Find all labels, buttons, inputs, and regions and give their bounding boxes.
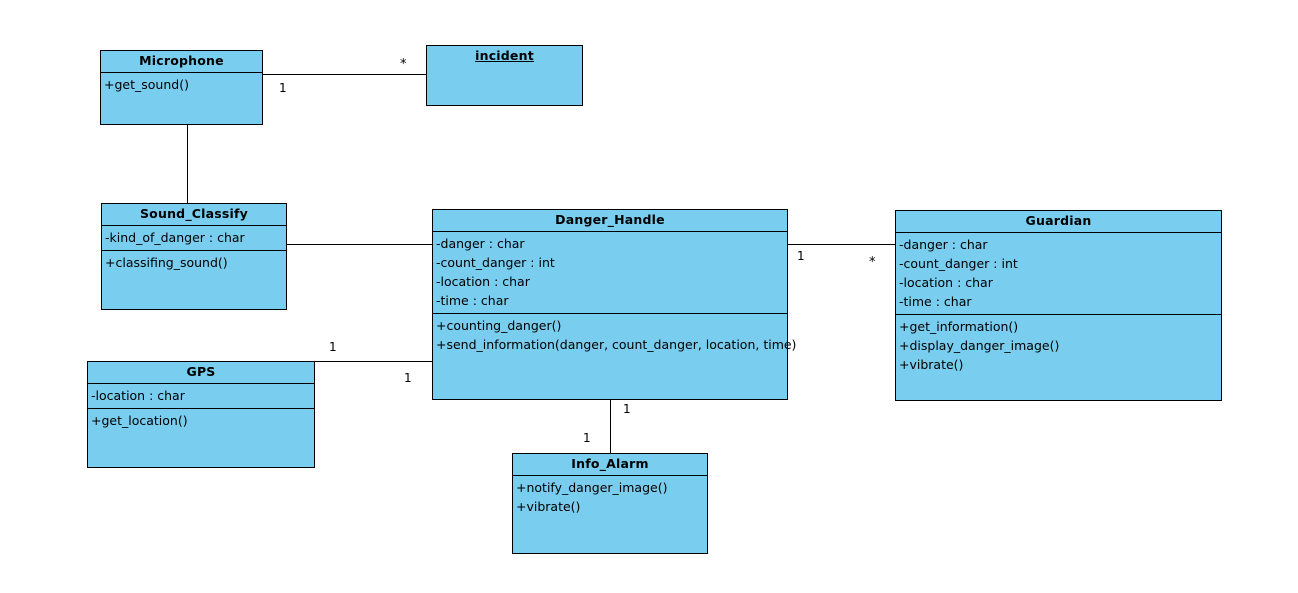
class-name-incident: incident — [475, 48, 534, 63]
class-box-guardian[interactable]: Guardian -danger : char -count_danger : … — [895, 210, 1222, 401]
attribute-danger: -danger : char — [436, 236, 525, 251]
attribute-kind-of-danger: -kind_of_danger : char — [105, 230, 245, 245]
operation-classifing-sound: +classifing_sound() — [105, 255, 228, 270]
multiplicity-danger-handle-info-alarm-from: 1 — [623, 402, 631, 416]
multiplicity-danger-handle-guardian-from: 1 — [797, 249, 805, 263]
multiplicity-gps-danger-handle-to: 1 — [404, 371, 412, 385]
association-line-gps-danger-handle — [315, 361, 433, 362]
attribute-location: -location : char — [91, 388, 185, 403]
class-name-gps: GPS — [186, 364, 216, 379]
class-box-info-alarm[interactable]: Info_Alarm +notify_danger_image() +vibra… — [512, 453, 708, 554]
class-name-microphone: Microphone — [139, 53, 224, 68]
class-box-gps[interactable]: GPS -location : char +get_location() — [87, 361, 315, 468]
operation-send-information: +send_information(danger, count_danger, … — [436, 337, 797, 352]
operations-compartment-gps: +get_location() — [88, 408, 314, 467]
attribute-count-danger: -count_danger : int — [436, 255, 555, 270]
multiplicity-microphone-incident-to: * — [400, 57, 407, 72]
operation-notify-danger-image: +notify_danger_image() — [516, 480, 668, 495]
class-box-danger-handle[interactable]: Danger_Handle -danger : char -count_dang… — [432, 209, 797, 400]
operation-vibrate: +vibrate() — [899, 357, 964, 372]
operation-get-information: +get_information() — [899, 319, 1019, 334]
operation-display-danger-image: +display_danger_image() — [899, 338, 1060, 353]
attribute-location: -location : char — [899, 275, 993, 290]
class-name-sound-classify: Sound_Classify — [139, 206, 249, 221]
attribute-count-danger: -count_danger : int — [899, 256, 1018, 271]
association-line-danger-handle-info-alarm — [610, 400, 611, 453]
operations-compartment-microphone: +get_sound() — [101, 72, 262, 124]
attribute-time: -time : char — [899, 294, 972, 309]
class-box-sound-classify[interactable]: Sound_Classify -kind_of_danger : char +c… — [101, 203, 287, 310]
attributes-compartment-danger-handle: -danger : char -count_danger : int -loca… — [433, 231, 787, 313]
operation-get-sound: +get_sound() — [104, 77, 189, 92]
association-line-sound-classify-danger-handle — [286, 244, 433, 245]
multiplicity-danger-handle-info-alarm-to: 1 — [583, 431, 591, 445]
attributes-compartment-guardian: -danger : char -count_danger : int -loca… — [896, 232, 1221, 314]
association-line-danger-handle-guardian — [787, 244, 896, 245]
class-name-guardian: Guardian — [1025, 213, 1092, 228]
attributes-compartment-gps: -location : char — [88, 383, 314, 408]
class-box-microphone[interactable]: Microphone +get_sound() — [100, 50, 263, 125]
operations-compartment-guardian: +get_information() +display_danger_image… — [896, 314, 1221, 400]
operations-compartment-info-alarm: +notify_danger_image() +vibrate() — [513, 475, 707, 553]
class-box-incident[interactable]: incident — [426, 45, 583, 106]
multiplicity-microphone-incident-from: 1 — [279, 81, 287, 95]
operation-counting-danger: +counting_danger() — [436, 318, 562, 333]
attributes-compartment-sound-classify: -kind_of_danger : char — [102, 225, 286, 250]
multiplicity-gps-danger-handle-from: 1 — [329, 340, 337, 354]
operations-compartment-sound-classify: +classifing_sound() — [102, 250, 286, 309]
association-line-microphone-incident — [263, 74, 426, 75]
attribute-location: -location : char — [436, 274, 530, 289]
class-name-info-alarm: Info_Alarm — [571, 456, 649, 471]
attribute-danger: -danger : char — [899, 237, 988, 252]
operation-vibrate: +vibrate() — [516, 499, 581, 514]
operation-get-location: +get_location() — [91, 413, 188, 428]
association-line-microphone-sound-classify — [187, 124, 188, 203]
multiplicity-danger-handle-guardian-to: * — [869, 255, 876, 270]
attribute-time: -time : char — [436, 293, 509, 308]
operations-compartment-danger-handle: +counting_danger() +send_information(dan… — [433, 313, 797, 399]
class-name-danger-handle: Danger_Handle — [555, 212, 665, 227]
